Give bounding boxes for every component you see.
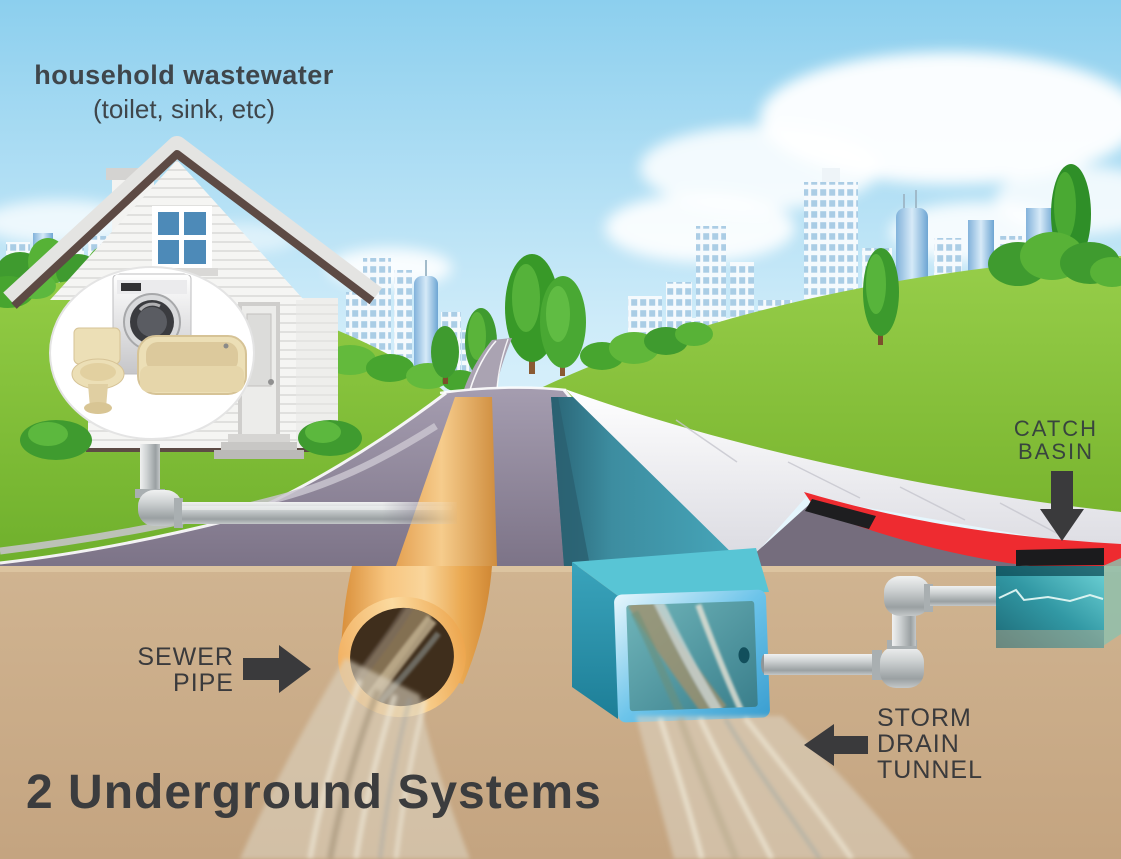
door-steps [214, 434, 304, 459]
storm-drain-line1: STORM [877, 704, 972, 732]
curb-inlet-slot-right [1016, 548, 1104, 566]
storm-drain-tunnel-graphic [572, 548, 913, 859]
distant-road [463, 338, 512, 393]
catch-basin-line1: CATCH [1013, 416, 1099, 441]
soil-top-strip [0, 566, 1121, 572]
house [3, 136, 383, 460]
sewer-water-outflow [240, 658, 470, 859]
trees-right [580, 164, 1121, 370]
sewer-pipe-line2: PIPE [173, 669, 234, 697]
catch-basin-graphic [996, 558, 1121, 648]
label-storm-drain-tunnel: STORM DRAIN TUNNEL [877, 705, 983, 783]
gable-window [146, 206, 218, 276]
left-arrow-icon [804, 724, 868, 766]
catch-basin-line2: BASIN [1017, 439, 1095, 464]
sidewalk [565, 389, 1121, 566]
label-sewer-pipe: SEWER PIPE [110, 644, 234, 696]
right-arrow-icon [243, 645, 311, 693]
curb-inlet-slot-left [805, 499, 876, 529]
red-curb [804, 492, 1121, 568]
page-title: 2 Underground Systems [26, 766, 602, 819]
household-wastewater-heading: household wastewater [34, 60, 334, 90]
sewer-pipe-line1: SEWER [137, 643, 234, 671]
fixtures-inset-oval [49, 266, 255, 440]
label-catch-basin: CATCH BASIN [986, 417, 1121, 463]
roof [11, 150, 375, 309]
house-drain-pipe [135, 444, 457, 528]
storm-tunnel-stripe-edge [551, 397, 590, 566]
bathtub [137, 335, 247, 395]
trees-roadside [505, 254, 586, 376]
storm-water-outflow [636, 716, 913, 859]
label-household-wastewater: household wastewater (toilet, sink, etc) [14, 60, 354, 125]
sewer-pipe-graphic [240, 566, 492, 859]
soil [0, 566, 1121, 859]
storm-drain-line3: TUNNEL [877, 756, 984, 784]
storm-drain-line2: DRAIN [877, 730, 960, 758]
catch-basin-connector-pipes [761, 576, 1000, 688]
household-wastewater-sub: (toilet, sink, etc) [92, 94, 276, 124]
toilet [71, 327, 125, 414]
bushes-house [20, 420, 362, 460]
hill-right [520, 256, 1121, 512]
down-arrow-icon [1040, 471, 1084, 541]
